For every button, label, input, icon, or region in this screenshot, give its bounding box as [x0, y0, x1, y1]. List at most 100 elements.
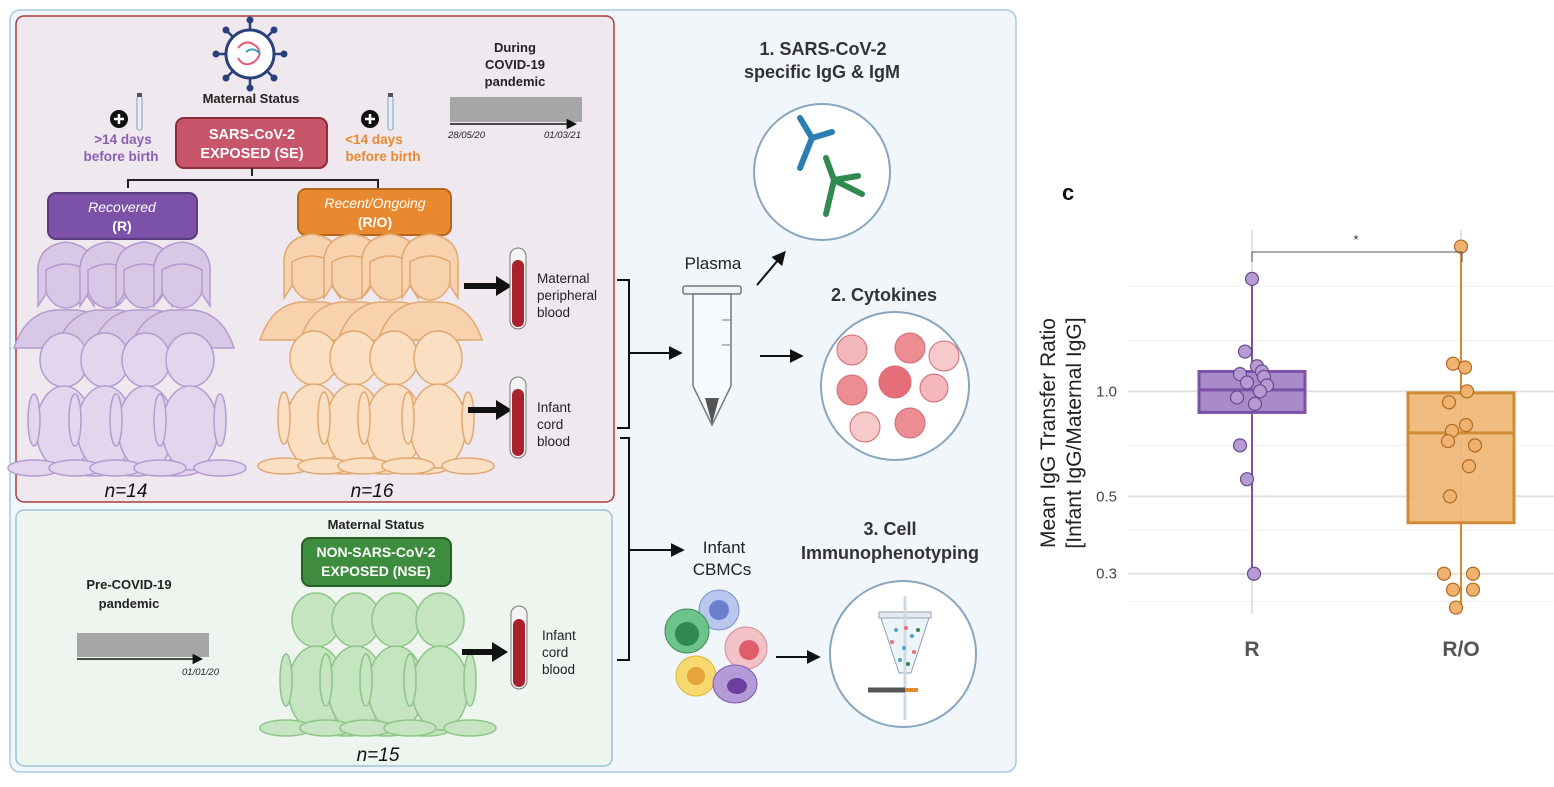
pre-title-line2: pandemic — [99, 596, 160, 611]
infant-blood-tube-icon — [509, 376, 527, 459]
during-timeline-end: 01/03/21 — [544, 130, 581, 141]
group-ro-line2: (R/O) — [358, 214, 392, 230]
se-infant-blood-line2: cord — [537, 417, 563, 432]
nse-infant-blood-line3: blood — [542, 662, 575, 677]
data-point — [1459, 384, 1475, 399]
during-title-line3: pandemic — [485, 74, 546, 89]
data-point — [1246, 566, 1262, 581]
syringe-icon-right — [387, 93, 394, 131]
maternal-blood-line3: blood — [537, 305, 570, 320]
se-infant-blood-line3: blood — [537, 434, 570, 449]
infants-recent-icon — [257, 330, 495, 475]
cbmcs-line1: Infant — [703, 538, 746, 557]
to-antibody-arrow — [756, 250, 786, 286]
chart-significance: * — [1251, 232, 1463, 262]
plus-icon-right — [361, 110, 379, 128]
data-point — [1247, 396, 1263, 412]
plus-icon-left — [110, 110, 128, 128]
data-point — [1467, 438, 1483, 453]
assay3-line2: Immunophenotyping — [801, 543, 979, 563]
data-point — [1445, 356, 1461, 371]
data-point — [1465, 582, 1481, 597]
flow-cytometer-icon — [868, 596, 932, 720]
during-title-line2: COVID-19 — [485, 57, 545, 72]
virus-icon — [212, 16, 288, 92]
maternal-blood-line2: peripheral — [537, 288, 597, 303]
nse-infant-blood-line1: Infant — [542, 628, 576, 643]
data-point — [1458, 418, 1474, 433]
pre-timeline-end: 01/01/20 — [182, 667, 220, 678]
group-bracket — [127, 168, 379, 188]
x-tick-label: R — [1244, 638, 1259, 661]
nse-blood-tube-icon — [510, 605, 528, 690]
assay2-label: 2. Cytokines — [831, 285, 937, 305]
group-r-line1: Recovered — [88, 199, 157, 215]
assay1-line2: specific IgG & IgM — [744, 62, 900, 82]
data-point — [1441, 395, 1457, 410]
mothers-recent-icon — [259, 233, 483, 341]
nse-blood-arrow — [462, 642, 508, 662]
infants-recovered-icon — [7, 332, 247, 477]
nse-infant-blood-line2: cord — [542, 645, 568, 660]
assay1-line1: 1. SARS-CoV-2 — [759, 39, 886, 59]
data-point — [1442, 489, 1458, 504]
plasma-tube-icon — [682, 285, 742, 427]
left-timing-line1: >14 days — [94, 132, 151, 147]
data-point — [1465, 566, 1481, 581]
during-timeline-start: 28/05/20 — [447, 130, 486, 141]
assay3-line1: 3. Cell — [863, 519, 916, 539]
data-point — [1440, 433, 1456, 449]
antibody-circle — [753, 103, 891, 241]
left-timing-line2: before birth — [83, 149, 158, 164]
chart-panel-letter: c — [1062, 180, 1074, 205]
se-infant-blood-line1: Infant — [537, 400, 571, 415]
x-tick-label: R/O — [1442, 638, 1479, 661]
se-maternal-status: Maternal Status — [203, 91, 300, 106]
box-ro — [1406, 391, 1516, 525]
chart-points — [1229, 239, 1483, 615]
group-r-line2: (R) — [112, 218, 131, 234]
y-tick-label: 0.5 — [1096, 488, 1117, 505]
mothers-recovered-icon — [13, 241, 235, 349]
data-point — [1436, 566, 1452, 581]
right-timing-line1: <14 days — [345, 132, 402, 147]
maternal-blood-line1: Maternal — [537, 271, 590, 286]
data-point — [1252, 384, 1268, 399]
data-point — [1244, 271, 1260, 287]
syringe-icon-left — [136, 93, 143, 131]
maternal-blood-arrow — [464, 276, 512, 296]
during-timeline-bar — [450, 97, 582, 122]
right-timing-line2: before birth — [345, 149, 420, 164]
y-axis-title-line1: Mean IgG Transfer Ratio — [1037, 318, 1060, 548]
se-badge-line2: EXPOSED (SE) — [200, 146, 303, 162]
significance-bracket — [1251, 251, 1463, 262]
antibody-icon — [797, 115, 865, 217]
group-r-badge — [47, 192, 198, 240]
data-point — [1229, 390, 1245, 405]
pre-timeline-bar — [77, 633, 209, 657]
group-ro-badge — [297, 188, 452, 236]
y-tick-label: 0.3 — [1096, 566, 1117, 583]
n-recent: n=16 — [351, 481, 394, 502]
data-point — [1237, 344, 1253, 359]
significance-label: * — [1353, 232, 1358, 247]
data-point — [1457, 360, 1473, 375]
y-axis-title-line2: [Infant IgG/Maternal IgG] — [1063, 317, 1086, 548]
data-point — [1445, 582, 1461, 597]
data-point — [1461, 459, 1477, 474]
immune-cells-icon — [664, 589, 768, 704]
se-badge-line1: SARS-CoV-2 — [209, 127, 295, 143]
data-point — [1453, 239, 1469, 254]
nse-badge-line1: NON-SARS-CoV-2 — [316, 544, 435, 560]
infant-blood-arrow — [468, 400, 512, 420]
infants-nse-icon — [259, 592, 497, 737]
nse-maternal-status: Maternal Status — [328, 517, 425, 532]
data-point — [1232, 438, 1248, 453]
n-nse: n=15 — [357, 745, 400, 766]
group-ro-line1: Recent/Ongoing — [324, 195, 425, 211]
plasma-label: Plasma — [685, 254, 742, 273]
